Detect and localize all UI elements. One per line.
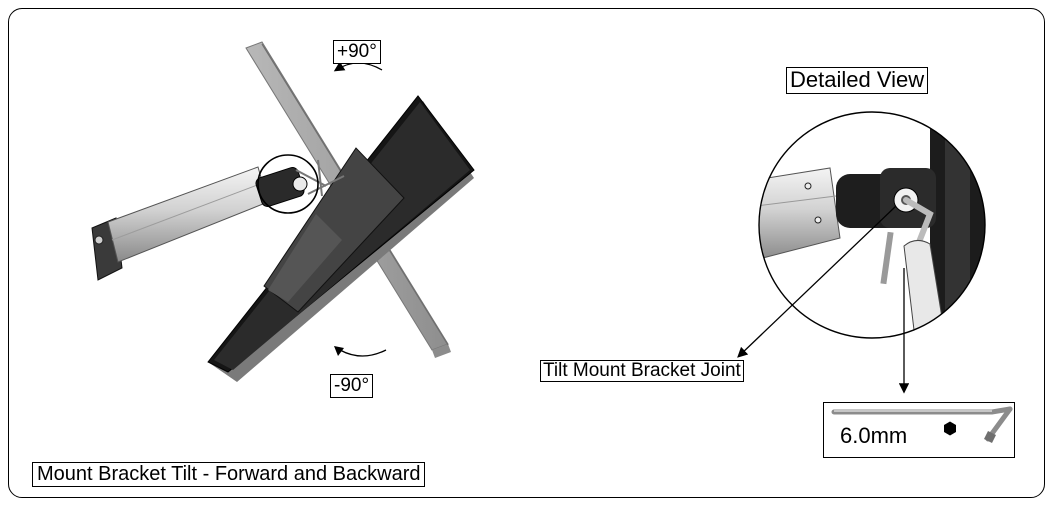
rotate-arrow-icon [333,61,383,72]
angle-backward-label: -90° [330,374,374,398]
angle-forward-label: +90° [333,40,381,64]
monitor [207,95,475,382]
tool-size-label: 6.0mm [840,423,908,448]
hexagon-icon [944,421,956,436]
joint-pointer-arrow [737,205,897,358]
detail-view-title: Detailed View [786,67,929,94]
tool-box: 6.0mm [823,402,1015,458]
hex-key-icon [831,406,1013,443]
diagram-caption: Mount Bracket Tilt - Forward and Backwar… [32,462,426,487]
detail-view [758,111,986,339]
joint-highlight-circle [257,154,319,214]
rotate-arrow-icon [339,349,387,357]
diagram-frame [8,8,1045,498]
joint-label: Tilt Mount Bracket Joint [540,360,744,382]
support-arm [91,166,308,281]
